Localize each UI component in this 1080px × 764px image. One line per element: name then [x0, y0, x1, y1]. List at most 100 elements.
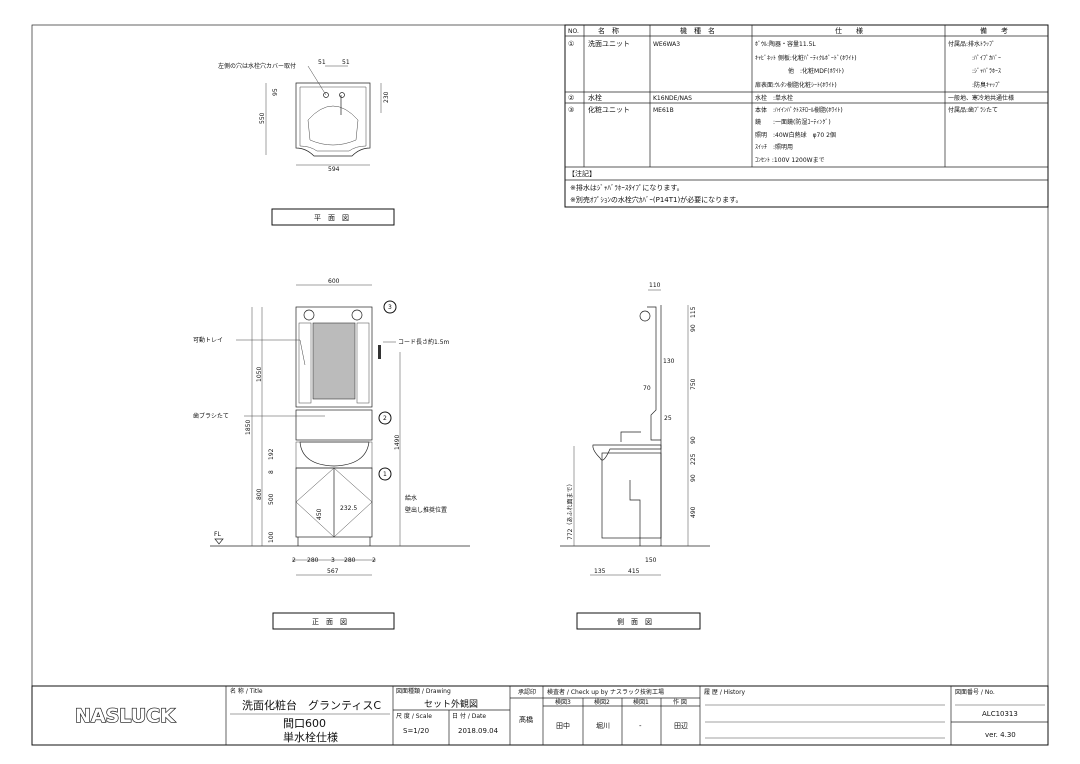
notes-header: 【注記】: [568, 169, 596, 178]
product-title: 洗面化粧台 グランティスC: [242, 698, 381, 712]
dim-567: 567: [327, 568, 339, 575]
row-no: ①: [568, 40, 574, 48]
row-note: :ﾊﾟｲﾌﾟｶﾊﾞｰ: [972, 55, 1001, 62]
row-model: WE6WA3: [653, 41, 680, 48]
dim-600: 600: [328, 278, 340, 285]
drawing-label: 図面種類 / Drawing: [396, 687, 451, 695]
drafter: 田辺: [674, 722, 688, 730]
header-no: NO.: [568, 28, 579, 35]
row-note: :ｼﾞｬﾊﾞﾗﾎｰｽ: [972, 68, 1001, 75]
row-spec: 照明 :40W白熱球 φ70 2個: [755, 131, 836, 139]
nasluck-logo: NASLUCK: [75, 705, 176, 727]
row-model: K16NDE/NAS: [653, 95, 692, 102]
row-name: 水栓: [588, 93, 602, 102]
plan-note: 左側の穴は水栓穴カバー取付: [218, 62, 296, 70]
row-model: ME61B: [653, 107, 674, 114]
dim-25: 25: [664, 415, 672, 422]
drawing-type: セット外観図: [424, 698, 478, 710]
row-note: :防臭ｷｬｯﾌﾟ: [972, 81, 1001, 89]
callout-3: 3: [388, 304, 392, 311]
row-name: 化粧ユニット: [588, 105, 630, 114]
dim-750: 750: [690, 378, 697, 390]
header-name: 名 称: [598, 26, 619, 35]
row-no: ③: [568, 106, 574, 114]
check-label: 検査者 / Check up by ナスラック技術工場: [547, 688, 664, 696]
title-block: NASLUCK 名 称 / Title 洗面化粧台 グランティスC 間口600 …: [31, 685, 1049, 746]
spec-table: NO. 名 称 機 種 名 仕 様 備 考 ① 洗面ユニット WE6WA3 ﾎﾞ…: [564, 24, 1049, 208]
plan-view: 594 550 95 230 51 51 左側の穴は水栓穴カバー取付 平 面 図: [218, 59, 395, 226]
dim-500: 500: [268, 493, 275, 505]
dim-135: 135: [594, 568, 606, 575]
dim-51: 51: [342, 59, 350, 66]
dim-1490: 1490: [394, 435, 401, 450]
dim-232-5: 232.5: [340, 505, 357, 512]
dim-192: 192: [268, 448, 275, 460]
row-spec: 本体 :ﾊｲｲﾝﾊﾟｸﾄｽﾁﾛｰﾙ樹脂(ﾎﾜｲﾄ): [755, 106, 843, 114]
front-view: 600 1850 1050 800 192 8 500 100 450 232.…: [193, 278, 470, 630]
drawing-no-label: 図面番号 / No.: [955, 689, 995, 696]
dim-90: 90: [690, 474, 697, 482]
dim-1050: 1050: [256, 367, 263, 382]
row-spec: 鏡 :一面鏡(防湿ｺｰﾃｨﾝｸﾞ): [755, 118, 831, 126]
row-spec: 扉表面:ｳﾚﾀﾝ樹脂化粧ｼｰﾄ(ﾎﾜｲﾄ): [755, 81, 837, 89]
plan-view-title: 平 面 図: [314, 214, 349, 222]
front-view-title: 正 面 図: [312, 618, 347, 626]
dim-550: 550: [259, 112, 266, 124]
dim-bottom: 280: [344, 557, 356, 564]
dim-bottom: 280: [307, 557, 319, 564]
dim-90: 90: [690, 436, 697, 444]
label-supply: 給水: [405, 494, 417, 502]
product-variant: 単水栓仕様: [283, 730, 338, 744]
dim-1850: 1850: [245, 420, 252, 435]
dim-115: 115: [690, 306, 697, 318]
dim-110: 110: [649, 282, 661, 289]
scale-value: S=1/20: [403, 727, 429, 735]
note-line: ※排水はｼﾞｬﾊﾞﾗﾎｰｽﾀｲﾌﾟになります。: [570, 183, 684, 192]
check-col: 検図1: [633, 698, 649, 706]
dim-150: 150: [645, 557, 657, 564]
header-model: 機 種 名: [680, 26, 715, 35]
history-label: 履 歴 / History: [704, 689, 746, 696]
dim-90: 90: [690, 324, 697, 332]
row-name: 洗面ユニット: [588, 39, 630, 48]
label-supply-position: 壁出し推奨位置: [405, 506, 447, 514]
row-note: 付属品:排水ﾄﾗｯﾌﾟ: [948, 40, 995, 48]
checker: -: [639, 722, 642, 730]
checker: 田中: [556, 721, 570, 730]
note-line: ※別売ｵﾌﾟｼｮﾝの水栓穴ｶﾊﾞｰ(P14T1)が必要になります。: [570, 195, 743, 204]
scale-label: 尺 度 / Scale: [396, 712, 432, 720]
row-spec: 他 :化粧MDF(ﾎﾜｲﾄ): [788, 67, 844, 75]
row-spec: ﾎﾞｳﾙ:陶器・容量11.5L: [755, 40, 816, 48]
dim-800: 800: [256, 488, 263, 500]
dim-bottom: 2: [292, 557, 296, 564]
check-col: 検図2: [594, 698, 610, 706]
check-col: 検図3: [555, 698, 571, 706]
label-tray: 可動トレイ: [193, 336, 223, 344]
drawing-number: ALC10313: [982, 710, 1018, 718]
dim-450: 450: [316, 508, 323, 520]
dim-100: 100: [268, 531, 275, 543]
dim-230: 230: [383, 91, 390, 103]
row-note: 一般地、寒冷地共通仕様: [948, 94, 1014, 102]
callout-1: 1: [383, 471, 387, 478]
row-note: 付属品:歯ﾌﾞﾗｼたて: [948, 106, 998, 114]
label-cord: コード長さ約1.5m: [398, 338, 450, 346]
callout-2: 2: [383, 415, 387, 422]
row-spec: ｺﾝｾﾝﾄ :100V 1200Wまで: [755, 157, 825, 164]
check-col: 作 図: [673, 698, 687, 706]
version: ver. 4.30: [985, 731, 1016, 739]
dim-51: 51: [318, 59, 326, 66]
dim-bottom: 2: [372, 557, 376, 564]
approver: 髙橋: [519, 715, 533, 724]
dim-225: 225: [690, 453, 697, 465]
row-spec: 水栓 :単水栓: [755, 94, 793, 102]
dim-bottom: 3: [331, 557, 335, 564]
dim-130: 130: [663, 358, 675, 365]
side-view: 110 115 90 750 90 225 90 490 130 70 25 7…: [560, 282, 710, 630]
header-spec: 仕 様: [835, 26, 863, 35]
row-no: ②: [568, 94, 574, 102]
side-view-title: 側 面 図: [617, 617, 652, 626]
product-width: 間口600: [283, 717, 326, 730]
dim-772: 772（あふれ面まで）: [567, 481, 574, 540]
